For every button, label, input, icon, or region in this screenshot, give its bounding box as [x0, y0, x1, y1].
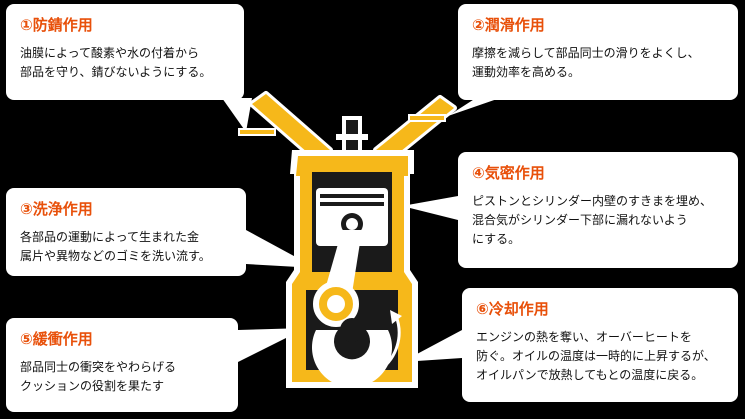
callout-cushioning: ⑤緩衝作用 部品同士の衝突をやわらげる クッションの役割を果たす — [6, 318, 238, 412]
callout-cleaning: ③洗浄作用 各部品の運動によって生まれた金 属片や異物などのゴミを洗い流す。 — [6, 188, 246, 276]
callout-airtight: ④気密作用 ピストンとシリンダー内壁のすきまを埋め、 混合気がシリンダー下部に漏… — [458, 152, 738, 268]
callout-body: ピストンとシリンダー内壁のすきまを埋め、 混合気がシリンダー下部に漏れないよう … — [472, 194, 713, 246]
callout-tail-2 — [448, 98, 500, 116]
callout-body: 油膜によって酸素や水の付着から 部品を守り、錆びないようにする。 — [20, 46, 212, 79]
callout-title: ①防錆作用 — [20, 16, 93, 34]
callout-title: ②潤滑作用 — [472, 16, 545, 34]
rotation-arrowhead — [390, 310, 402, 324]
callout-tail-1 — [222, 98, 252, 132]
callout-title: ⑥冷却作用 — [476, 300, 549, 318]
callout-body: エンジンの熱を奪い、オーバーヒートを 防ぐ。オイルの温度は一時的に上昇するが、 … — [476, 330, 716, 382]
callout-cooling: ⑥冷却作用 エンジンの熱を奪い、オーバーヒートを 防ぐ。オイルの温度は一時的に上… — [462, 288, 738, 402]
callout-body: 各部品の運動によって生まれた金 属片や異物などのゴミを洗い流す。 — [20, 230, 211, 263]
piston — [316, 188, 388, 246]
callout-body: 摩擦を減らして部品同士の滑りをよくし、 運動効率を高める。 — [472, 46, 700, 79]
callout-tail-4 — [402, 196, 458, 220]
rotation-arrow — [379, 315, 401, 372]
callout-lubrication: ②潤滑作用 摩擦を減らして部品同士の滑りをよくし、 運動効率を高める。 — [458, 4, 738, 100]
callout-title: ③洗浄作用 — [20, 200, 93, 218]
callout-body: 部品同士の衝突をやわらげる クッションの役割を果たす — [20, 360, 177, 393]
connecting-rod — [313, 230, 362, 327]
callout-title: ④気密作用 — [472, 164, 545, 182]
callout-title: ⑤緩衝作用 — [20, 330, 93, 348]
callout-rust-prevention: ①防錆作用 油膜によって酸素や水の付着から 部品を守り、錆びないようにする。 — [6, 4, 244, 100]
crankshaft — [311, 318, 392, 388]
spark-plug — [336, 116, 368, 160]
